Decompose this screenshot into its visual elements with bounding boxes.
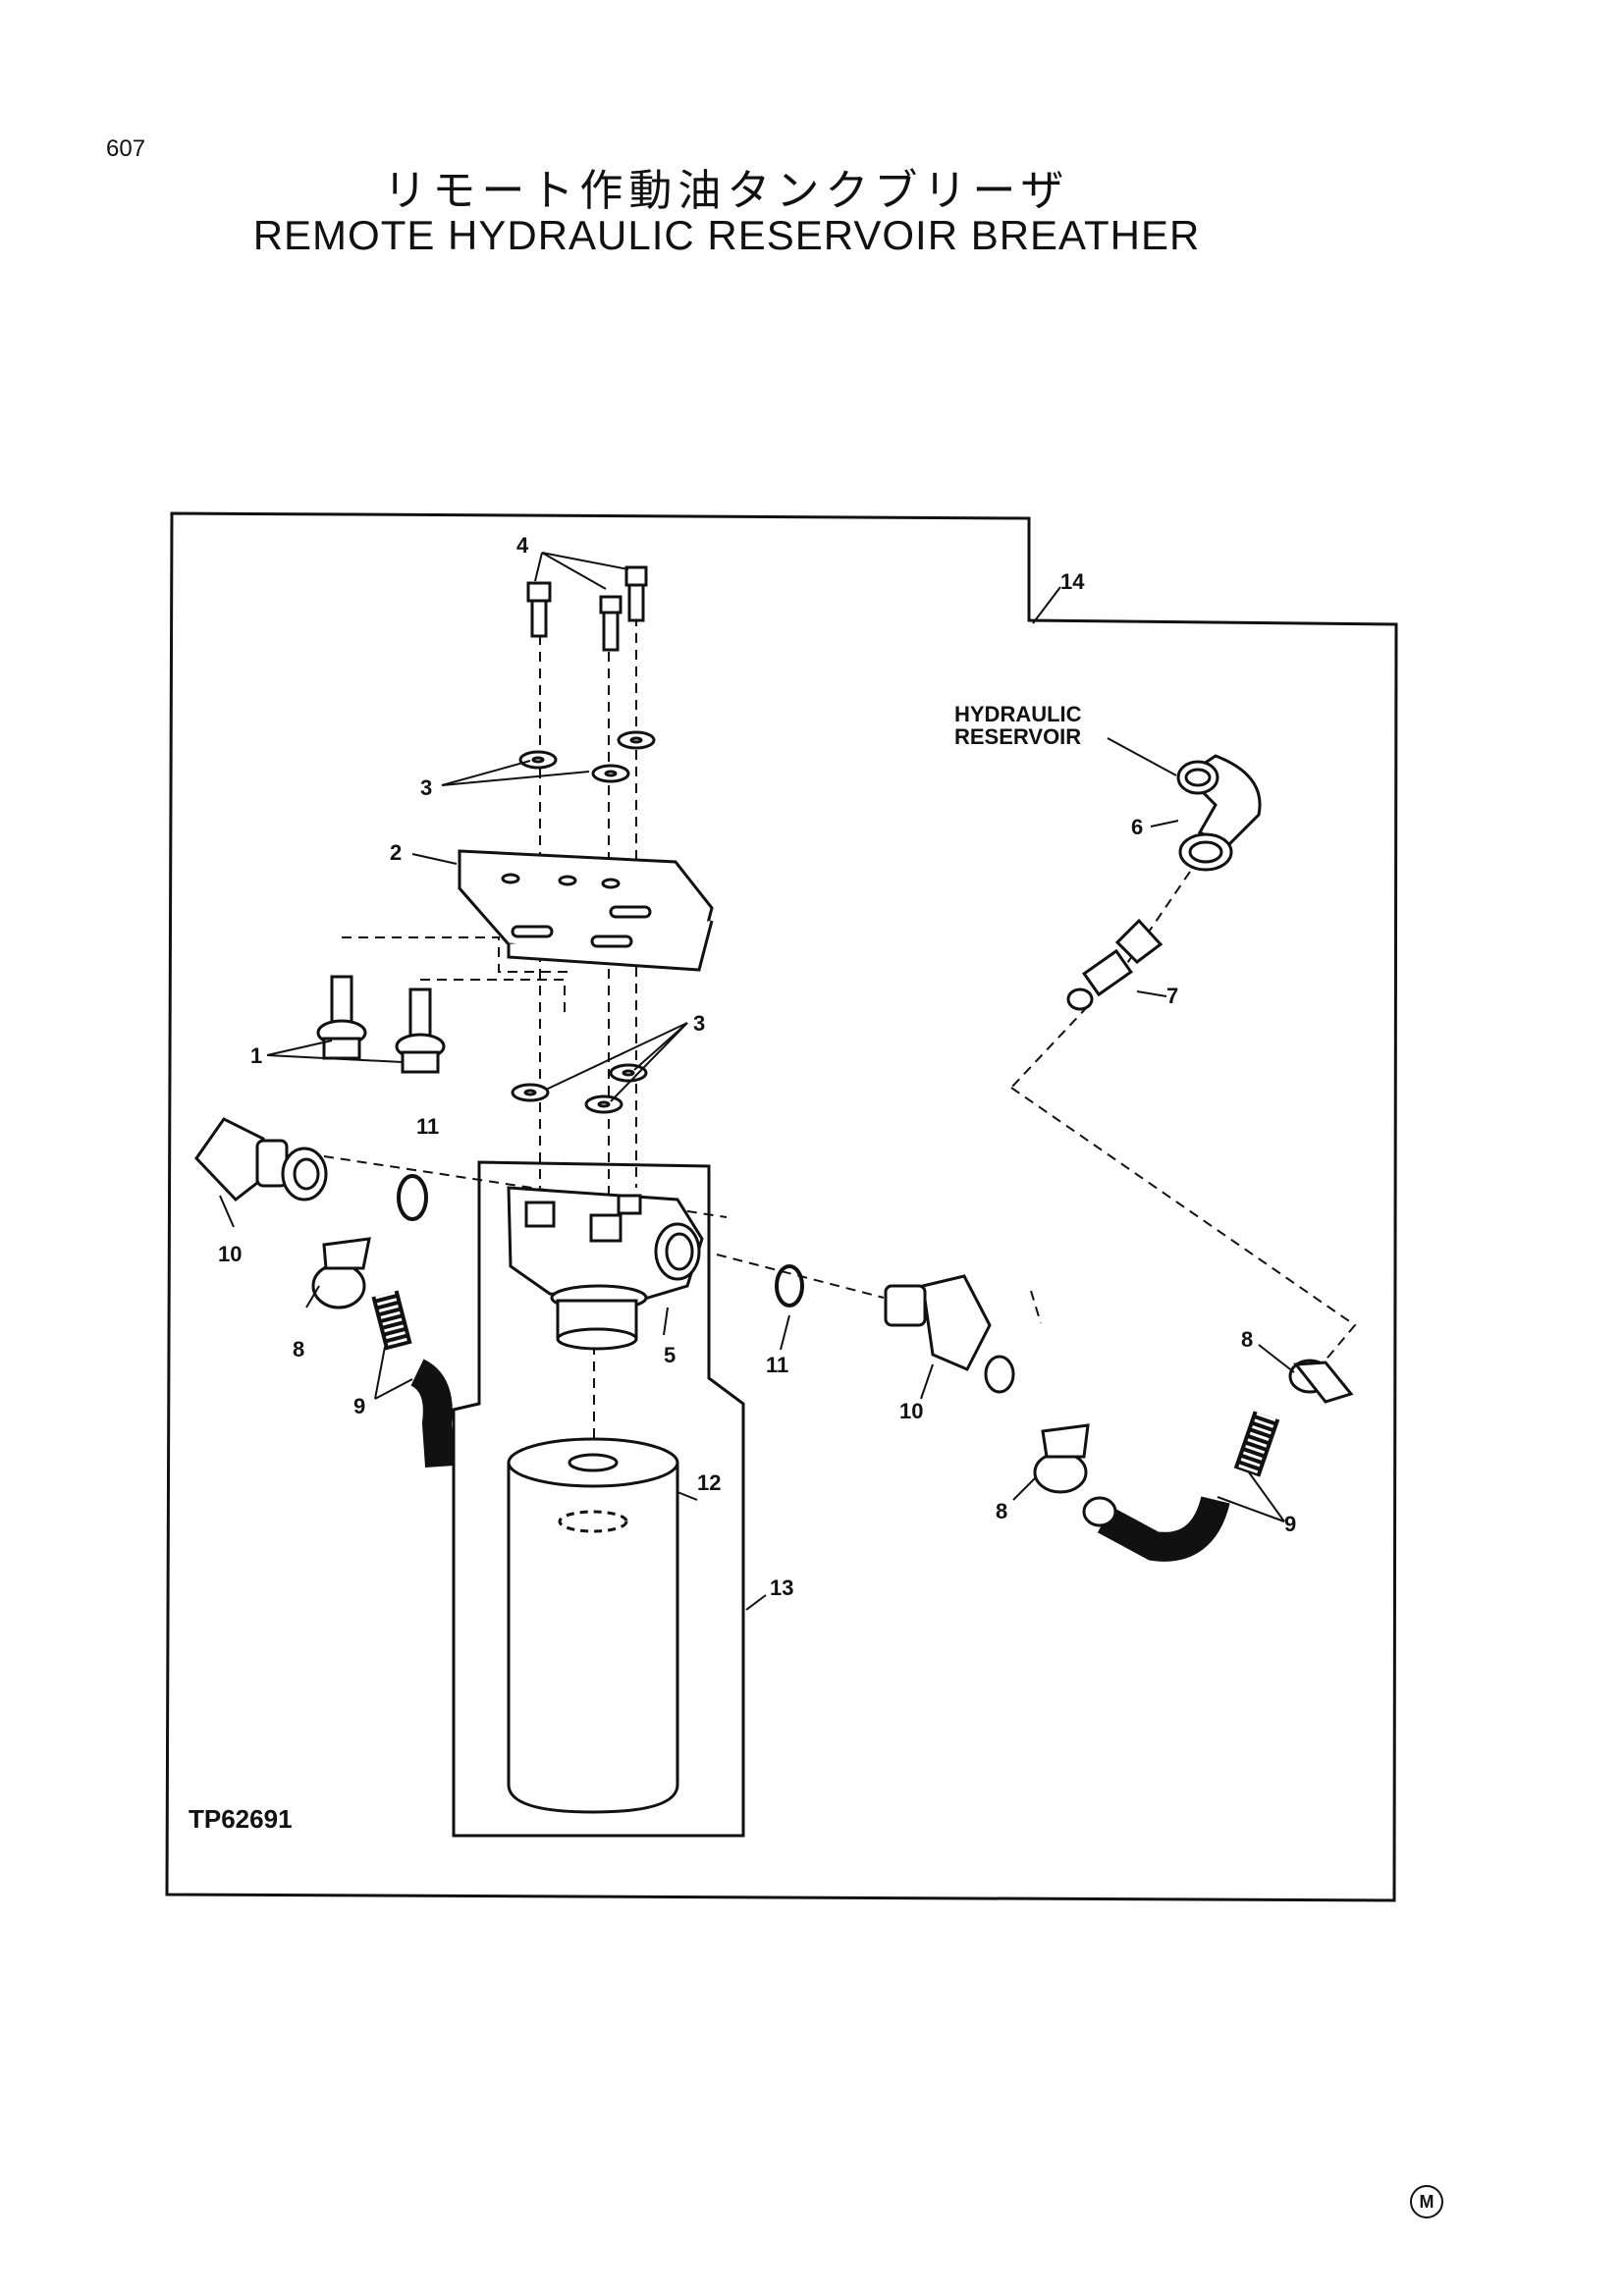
callout-4: 4 [516,533,529,558]
filter-housing-outline [452,1160,745,1838]
callout-6: 6 [1131,815,1143,839]
callout-3-lower: 3 [693,1011,705,1036]
callout-9-left: 9 [353,1394,365,1418]
leader-lines [219,552,1295,1611]
callout-11-left: 11 [416,1114,439,1139]
figure-code: TP62691 [189,1804,293,1834]
elbow-fittings [194,1117,1015,1394]
callout-13: 13 [770,1575,793,1600]
hydraulic-reservoir-label-line2: RESERVOIR [954,724,1081,749]
frame-outline [165,511,1398,1902]
callout-5: 5 [664,1343,676,1367]
hoses [371,1290,1280,1562]
hydraulic-reservoir-label-line1: HYDRAULIC [954,702,1082,726]
page-number: 607 [106,135,146,162]
hose-clamps [311,1237,1354,1494]
o-rings [397,1174,804,1308]
flange-bolts [316,975,446,1074]
elbow [1176,754,1262,872]
page-title-english: REMOTE HYDRAULIC RESERVOIR BREATHER [252,212,1201,258]
circled-m-marker: M [1410,2185,1443,2218]
filter-head [507,1186,704,1351]
cap-screws [526,565,648,652]
callout-8-middle: 8 [996,1499,1007,1523]
washers [511,730,656,1114]
mounting-plate [458,849,714,972]
callout-10-left: 10 [218,1242,242,1266]
callout-3-upper: 3 [420,775,432,800]
adapter-fitting [1066,918,1164,1011]
callout-12: 12 [697,1470,721,1495]
callout-8-left: 8 [293,1337,304,1362]
callout-8-right: 8 [1241,1327,1253,1352]
page-title-japanese: リモート作動油タンクブリーザ [383,166,1070,216]
callout-10-right: 10 [899,1399,923,1423]
callout-14: 14 [1060,569,1085,594]
callout-1: 1 [250,1043,262,1068]
filter-element [507,1437,679,1814]
callout-2: 2 [390,840,402,865]
callout-9-right: 9 [1284,1512,1296,1536]
callout-7: 7 [1166,984,1178,1008]
callout-11-right: 11 [766,1353,788,1377]
